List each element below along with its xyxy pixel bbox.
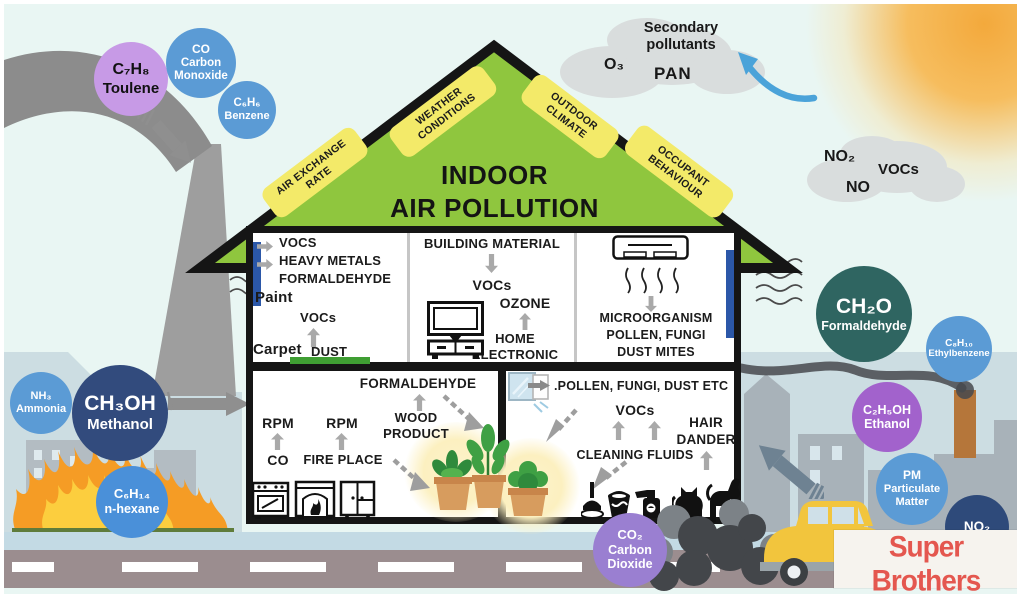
title-line-2: AIR POLLUTION <box>390 192 599 223</box>
microorganism-label: MICROORGANISM <box>599 311 713 325</box>
o3-label: O₃ <box>604 56 624 73</box>
scene: Secondary pollutants O₃ PAN NO₂ VOCs NO <box>4 4 1017 594</box>
no-label: NO <box>846 179 870 196</box>
potted-plant-icon <box>508 461 548 516</box>
open-window-icon <box>508 372 550 413</box>
cloud-icon <box>807 136 965 202</box>
page-title: INDOOR AIR POLLUTION <box>372 159 617 224</box>
ac-airflow-waves <box>625 267 679 294</box>
vocs-label: VOCs <box>472 277 512 293</box>
dust-mites-label: DUST MITES <box>617 345 695 359</box>
pollutant-circle-n-hexane: C₆H₁₄ n-hexane <box>96 466 168 538</box>
cleaning-fluids-label: CLEANING FLUIDS <box>576 448 694 462</box>
pollutant-circle-particulate-matter: PM Particulate Matter <box>876 453 948 525</box>
dashed-arrow-icon <box>592 460 628 490</box>
carpet-strip <box>290 357 370 364</box>
right-arrow-icon <box>257 259 273 270</box>
plunger-icon <box>581 482 604 519</box>
pollution-inflow-arrow-right <box>758 445 824 499</box>
dashed-arrow-icon <box>392 458 430 491</box>
bucket-icon <box>608 491 630 518</box>
carpet-label: Carpet <box>253 341 302 358</box>
formaldehyde-label: FORMALDEHYDE <box>279 271 392 286</box>
title-line-1: INDOOR <box>441 160 548 190</box>
super-brothers-logo: Super Brothers PLUMBING REMODELING & HVA… <box>834 530 1017 594</box>
pollutant-circle-ethylbenzene: C₈H₁₀ Ethylbenzene <box>926 316 992 382</box>
pollutant-circle-benzene: C₆H₆ Benzene <box>218 81 276 139</box>
blue-curved-arrow-icon <box>738 52 818 102</box>
tv-icon <box>427 301 484 359</box>
pollution-inflow-arrow-left <box>156 391 250 416</box>
hair-dander-label: HAIR DANDER <box>676 415 736 447</box>
blue-wall-accent <box>726 250 734 338</box>
secondary-pollutants-label: Secondary pollutants <box>643 20 719 53</box>
pollutant-circle-co2: CO₂ Carbon Dioxide <box>593 513 667 587</box>
home-electronic-label: HOME ELECTRONIC <box>471 331 559 363</box>
dust-label: DUST <box>311 344 348 359</box>
room-divider <box>574 233 577 362</box>
logo-name: Super Brothers <box>871 530 982 594</box>
spray-bottle-icon <box>635 490 660 518</box>
dashed-arrow-icon <box>442 394 484 431</box>
vocs-label: VOCs <box>615 402 655 418</box>
fire-place-label: FIRE PLACE <box>303 452 383 467</box>
wood-product-label: WOOD PRODUCT <box>383 410 449 442</box>
building-material-label: BUILDING MATERIAL <box>423 236 561 251</box>
floor-divider <box>253 362 734 371</box>
co-label: CO <box>267 452 289 468</box>
right-arrow-icon <box>257 241 273 252</box>
stove-icon <box>251 481 290 519</box>
dashed-arrow-icon <box>546 408 578 442</box>
pollutant-circle-carbon-monoxide: CO Carbon Monoxide <box>166 28 236 98</box>
room-divider <box>407 233 410 362</box>
pollutant-circle-ethanol: C₂H₅OH Ethanol <box>852 382 922 452</box>
pan-label: PAN <box>654 64 692 83</box>
rpm-label: RPM <box>326 415 358 431</box>
paint-label: Paint <box>255 289 293 306</box>
dog-icon <box>706 478 740 522</box>
rpm-label: RPM <box>262 415 294 431</box>
pollutant-circle-ammonia: NH₃ Ammonia <box>10 372 72 434</box>
fireplace-icon <box>294 480 336 519</box>
pollutant-circle-formaldehyde: CH₂O Formaldehyde <box>816 266 912 362</box>
heavy-metals-label: HEAVY METALS <box>279 253 382 268</box>
chimney-icon <box>954 390 976 458</box>
down-right-arrow-icon <box>136 103 191 163</box>
blue-wall-accent <box>253 242 261 306</box>
vocs-label: VOCs <box>878 161 919 178</box>
potted-plant-icon <box>432 424 510 510</box>
pollen-fungi-label: POLLEN, FUNGI <box>606 328 706 342</box>
pollutant-circle-methanol: CH₃OH Methanol <box>72 365 168 461</box>
paint-voc-label: VOCS <box>279 235 317 250</box>
pollen-fungi-dust-label: .POLLEN, FUNGI, DUST ETC <box>554 379 729 393</box>
cloud-icon <box>560 18 765 98</box>
no2-label: NO₂ <box>824 148 856 165</box>
formaldehyde-label: FORMALDEHYDE <box>359 376 477 391</box>
pollutant-circle-toluene: C₇H₈ Toulene <box>94 42 168 116</box>
vocs-label: VOCs <box>300 310 337 325</box>
cleaning-supplies-icons <box>581 482 660 519</box>
ozone-label: OZONE <box>499 295 551 311</box>
black-smoke-trail <box>737 361 974 399</box>
air-conditioner-icon <box>612 235 689 260</box>
cabinet-icon <box>339 480 376 520</box>
